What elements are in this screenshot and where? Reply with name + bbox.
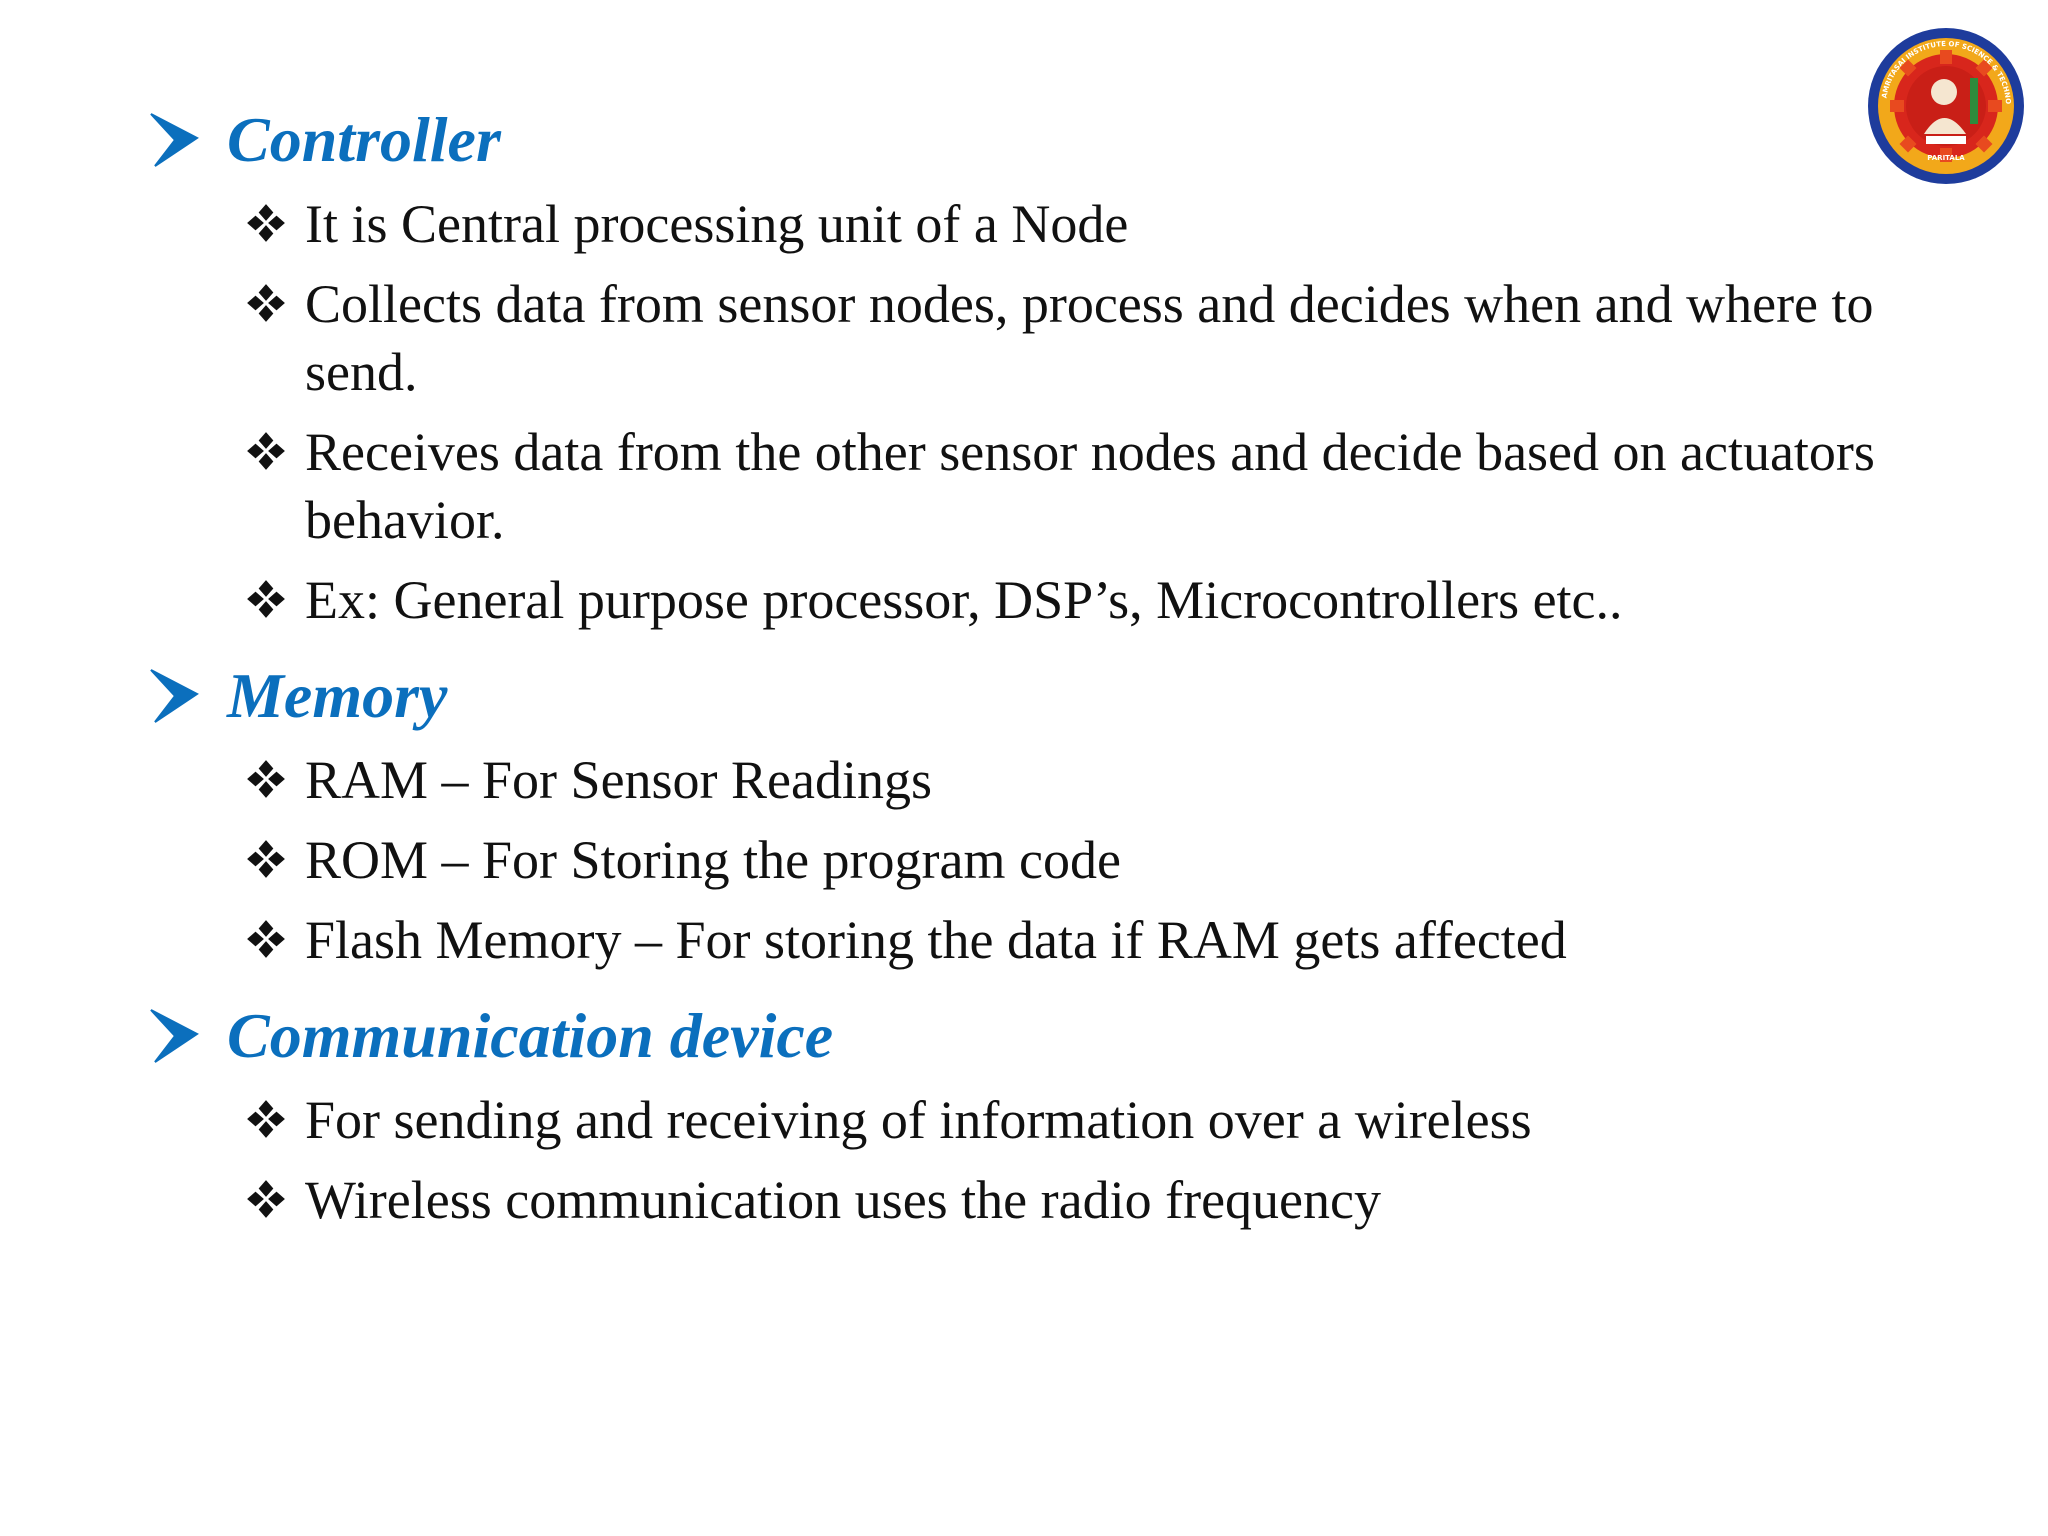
section-heading: Memory [145, 646, 1985, 746]
list-item: For sending and receiving of information… [245, 1086, 1985, 1154]
four-diamond-icon [247, 920, 285, 958]
list-item: Wireless communication uses the radio fr… [245, 1166, 1985, 1234]
bullet-text: It is Central processing unit of a Node [305, 194, 1129, 254]
heading-communication-device: Communication device [227, 1000, 834, 1071]
four-diamond-icon [247, 1180, 285, 1218]
institution-logo: AMRITASAI INSTITUTE OF SCIENCE & TECHNOL… [1866, 26, 2024, 184]
bullet-text: Receives data from the other sensor node… [305, 422, 1875, 550]
list-item: Collects data from sensor nodes, process… [245, 270, 1985, 406]
four-diamond-icon [247, 432, 285, 470]
bullet-text: Wireless communication uses the radio fr… [305, 1170, 1381, 1230]
bullet-list: For sending and receiving of information… [145, 1086, 1985, 1234]
list-item: It is Central processing unit of a Node [245, 190, 1985, 258]
slide-content: Controller It is Central processing unit… [145, 90, 1985, 1246]
four-diamond-icon [247, 840, 285, 878]
list-item: Flash Memory – For storing the data if R… [245, 906, 1985, 974]
section-controller: Controller It is Central processing unit… [145, 90, 1985, 634]
arrowhead-icon [150, 669, 199, 723]
heading-controller: Controller [227, 104, 501, 175]
list-item: Receives data from the other sensor node… [245, 418, 1985, 554]
four-diamond-icon [247, 1100, 285, 1138]
section-heading: Controller [145, 90, 1985, 190]
section-communication-device: Communication device For sending and rec… [145, 986, 1985, 1234]
bullet-text: RAM – For Sensor Readings [305, 750, 933, 810]
arrowhead-icon [150, 113, 199, 167]
arrowhead-icon [150, 1009, 199, 1063]
bullet-list: It is Central processing unit of a Node … [145, 190, 1985, 634]
list-item: Ex: General purpose processor, DSP’s, Mi… [245, 566, 1985, 634]
heading-memory: Memory [227, 660, 448, 731]
bullet-text: Collects data from sensor nodes, process… [305, 274, 1874, 402]
logo-place-text: PARITALA [1927, 154, 1965, 162]
bullet-text: Flash Memory – For storing the data if R… [305, 910, 1567, 970]
four-diamond-icon [247, 760, 285, 798]
section-heading: Communication device [145, 986, 1985, 1086]
section-memory: Memory RAM – For Sensor Readings ROM – F… [145, 646, 1985, 974]
four-diamond-icon [247, 204, 285, 242]
four-diamond-icon [247, 580, 285, 618]
bullet-list: RAM – For Sensor Readings ROM – For Stor… [145, 746, 1985, 974]
bullet-text: Ex: General purpose processor, DSP’s, Mi… [305, 570, 1623, 630]
four-diamond-icon [247, 284, 285, 322]
bullet-text: For sending and receiving of information… [305, 1090, 1532, 1150]
list-item: RAM – For Sensor Readings [245, 746, 1985, 814]
list-item: ROM – For Storing the program code [245, 826, 1985, 894]
bullet-text: ROM – For Storing the program code [305, 830, 1121, 890]
